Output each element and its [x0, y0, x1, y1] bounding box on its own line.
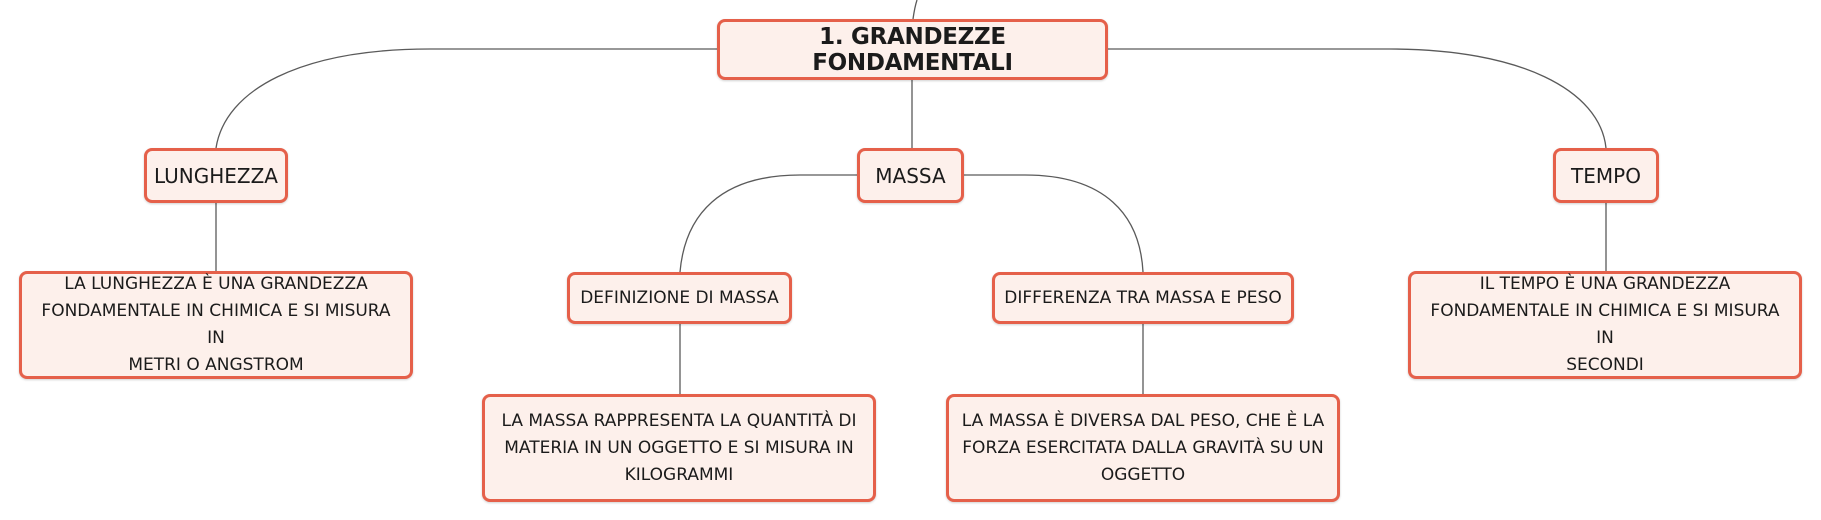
description-text-lunghezza: LA LUNGHEZZA È UNA GRANDEZZA FONDAMENTAL… — [30, 271, 402, 379]
description-line: FORZA ESERCITATA DALLA GRAVITÀ SU UN — [962, 437, 1324, 458]
description-line: LA MASSA È DIVERSA DAL PESO, CHE È LA — [961, 410, 1325, 431]
description-line: FONDAMENTALE IN CHIMICA E SI MISURA IN — [41, 301, 391, 348]
description-line: KILOGRAMMI — [624, 464, 734, 485]
description-text-differenza-massa-peso: LA MASSA È DIVERSA DAL PESO, CHE È LA FO… — [962, 408, 1324, 489]
subtopic-node-differenza-massa-peso[interactable]: DIFFERENZA TRA MASSA E PESO — [992, 272, 1294, 324]
description-line: METRI O ANGSTROM — [128, 355, 304, 375]
description-line: LA MASSA RAPPRESENTA LA QUANTITÀ DI — [501, 410, 857, 431]
connector-massa-differenza — [964, 174, 1144, 273]
description-node-differenza-massa-peso[interactable]: LA MASSA È DIVERSA DAL PESO, CHE È LA FO… — [946, 394, 1340, 502]
description-line: SECONDI — [1566, 355, 1644, 375]
description-line: OGGETTO — [1100, 464, 1186, 485]
connector-root-lunghezza — [215, 48, 717, 149]
description-text-definizione-massa: LA MASSA RAPPRESENTA LA QUANTITÀ DI MATE… — [502, 408, 857, 489]
description-node-lunghezza[interactable]: LA LUNGHEZZA È UNA GRANDEZZA FONDAMENTAL… — [19, 271, 413, 379]
topic-label-lunghezza: LUNGHEZZA — [153, 163, 278, 188]
subtopic-label-definizione-massa: DEFINIZIONE DI MASSA — [580, 288, 779, 308]
connector-massa-definizione — [679, 174, 857, 273]
description-node-tempo[interactable]: IL TEMPO È UNA GRANDEZZA FONDAMENTALE IN… — [1408, 271, 1802, 379]
topic-node-massa[interactable]: MASSA — [857, 148, 964, 203]
description-line: MATERIA IN UN OGGETTO E SI MISURA IN — [504, 437, 854, 458]
description-node-definizione-massa[interactable]: LA MASSA RAPPRESENTA LA QUANTITÀ DI MATE… — [482, 394, 876, 502]
topic-label-tempo: TEMPO — [1571, 163, 1641, 188]
root-topic-label: 1. GRANDEZZE FONDAMENTALI — [812, 23, 1013, 76]
connector-parent-root — [912, 0, 918, 20]
description-line: IL TEMPO È UNA GRANDEZZA — [1479, 274, 1731, 294]
subtopic-label-differenza-massa-peso: DIFFERENZA TRA MASSA E PESO — [1004, 288, 1282, 308]
connector-root-tempo — [1108, 48, 1607, 149]
root-topic-node[interactable]: 1. GRANDEZZE FONDAMENTALI — [717, 19, 1108, 80]
description-text-tempo: IL TEMPO È UNA GRANDEZZA FONDAMENTALE IN… — [1419, 271, 1791, 379]
topic-label-massa: MASSA — [875, 163, 946, 188]
description-line: LA LUNGHEZZA È UNA GRANDEZZA — [64, 274, 368, 294]
topic-node-lunghezza[interactable]: LUNGHEZZA — [144, 148, 288, 203]
subtopic-node-definizione-massa[interactable]: DEFINIZIONE DI MASSA — [567, 272, 792, 324]
topic-node-tempo[interactable]: TEMPO — [1553, 148, 1659, 203]
description-line: FONDAMENTALE IN CHIMICA E SI MISURA IN — [1430, 301, 1780, 348]
